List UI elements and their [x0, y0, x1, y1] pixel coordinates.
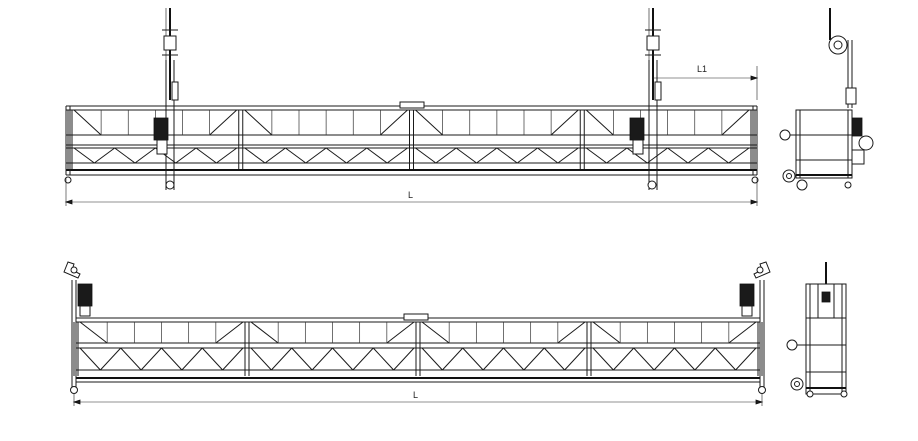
top-front-elevation: L1 L [64, 8, 759, 206]
top-right-hoist [629, 8, 662, 190]
top-dimension-l1-label: L1 [697, 64, 707, 74]
bottom-dimension-l: L [72, 390, 764, 406]
bottom-center-plate [403, 313, 429, 321]
top-dimension-l1: L1 [653, 64, 759, 100]
top-section-posts [67, 110, 756, 169]
top-platform-frame [65, 105, 758, 176]
top-side-view [779, 8, 874, 191]
bottom-front-elevation: L [63, 261, 771, 406]
bottom-right-hoist [739, 261, 771, 394]
top-left-end-wheel [64, 176, 72, 184]
top-left-hoist [153, 8, 179, 190]
bottom-truss-bracing [79, 347, 757, 371]
bottom-side-view [786, 262, 848, 398]
bottom-platform-frame [71, 280, 765, 388]
bottom-dimension-l-label: L [413, 390, 418, 400]
top-dimension-l-label: L [408, 190, 413, 200]
top-truss-bracing [73, 147, 750, 164]
bottom-section-posts [73, 322, 763, 376]
top-right-end-wheel [751, 176, 759, 184]
bottom-left-hoist [63, 261, 93, 394]
top-dimension-l: L [64, 178, 759, 206]
top-guardrail-bracing [73, 109, 750, 136]
top-center-plate [399, 101, 425, 109]
bottom-guardrail-bracing [79, 321, 757, 344]
